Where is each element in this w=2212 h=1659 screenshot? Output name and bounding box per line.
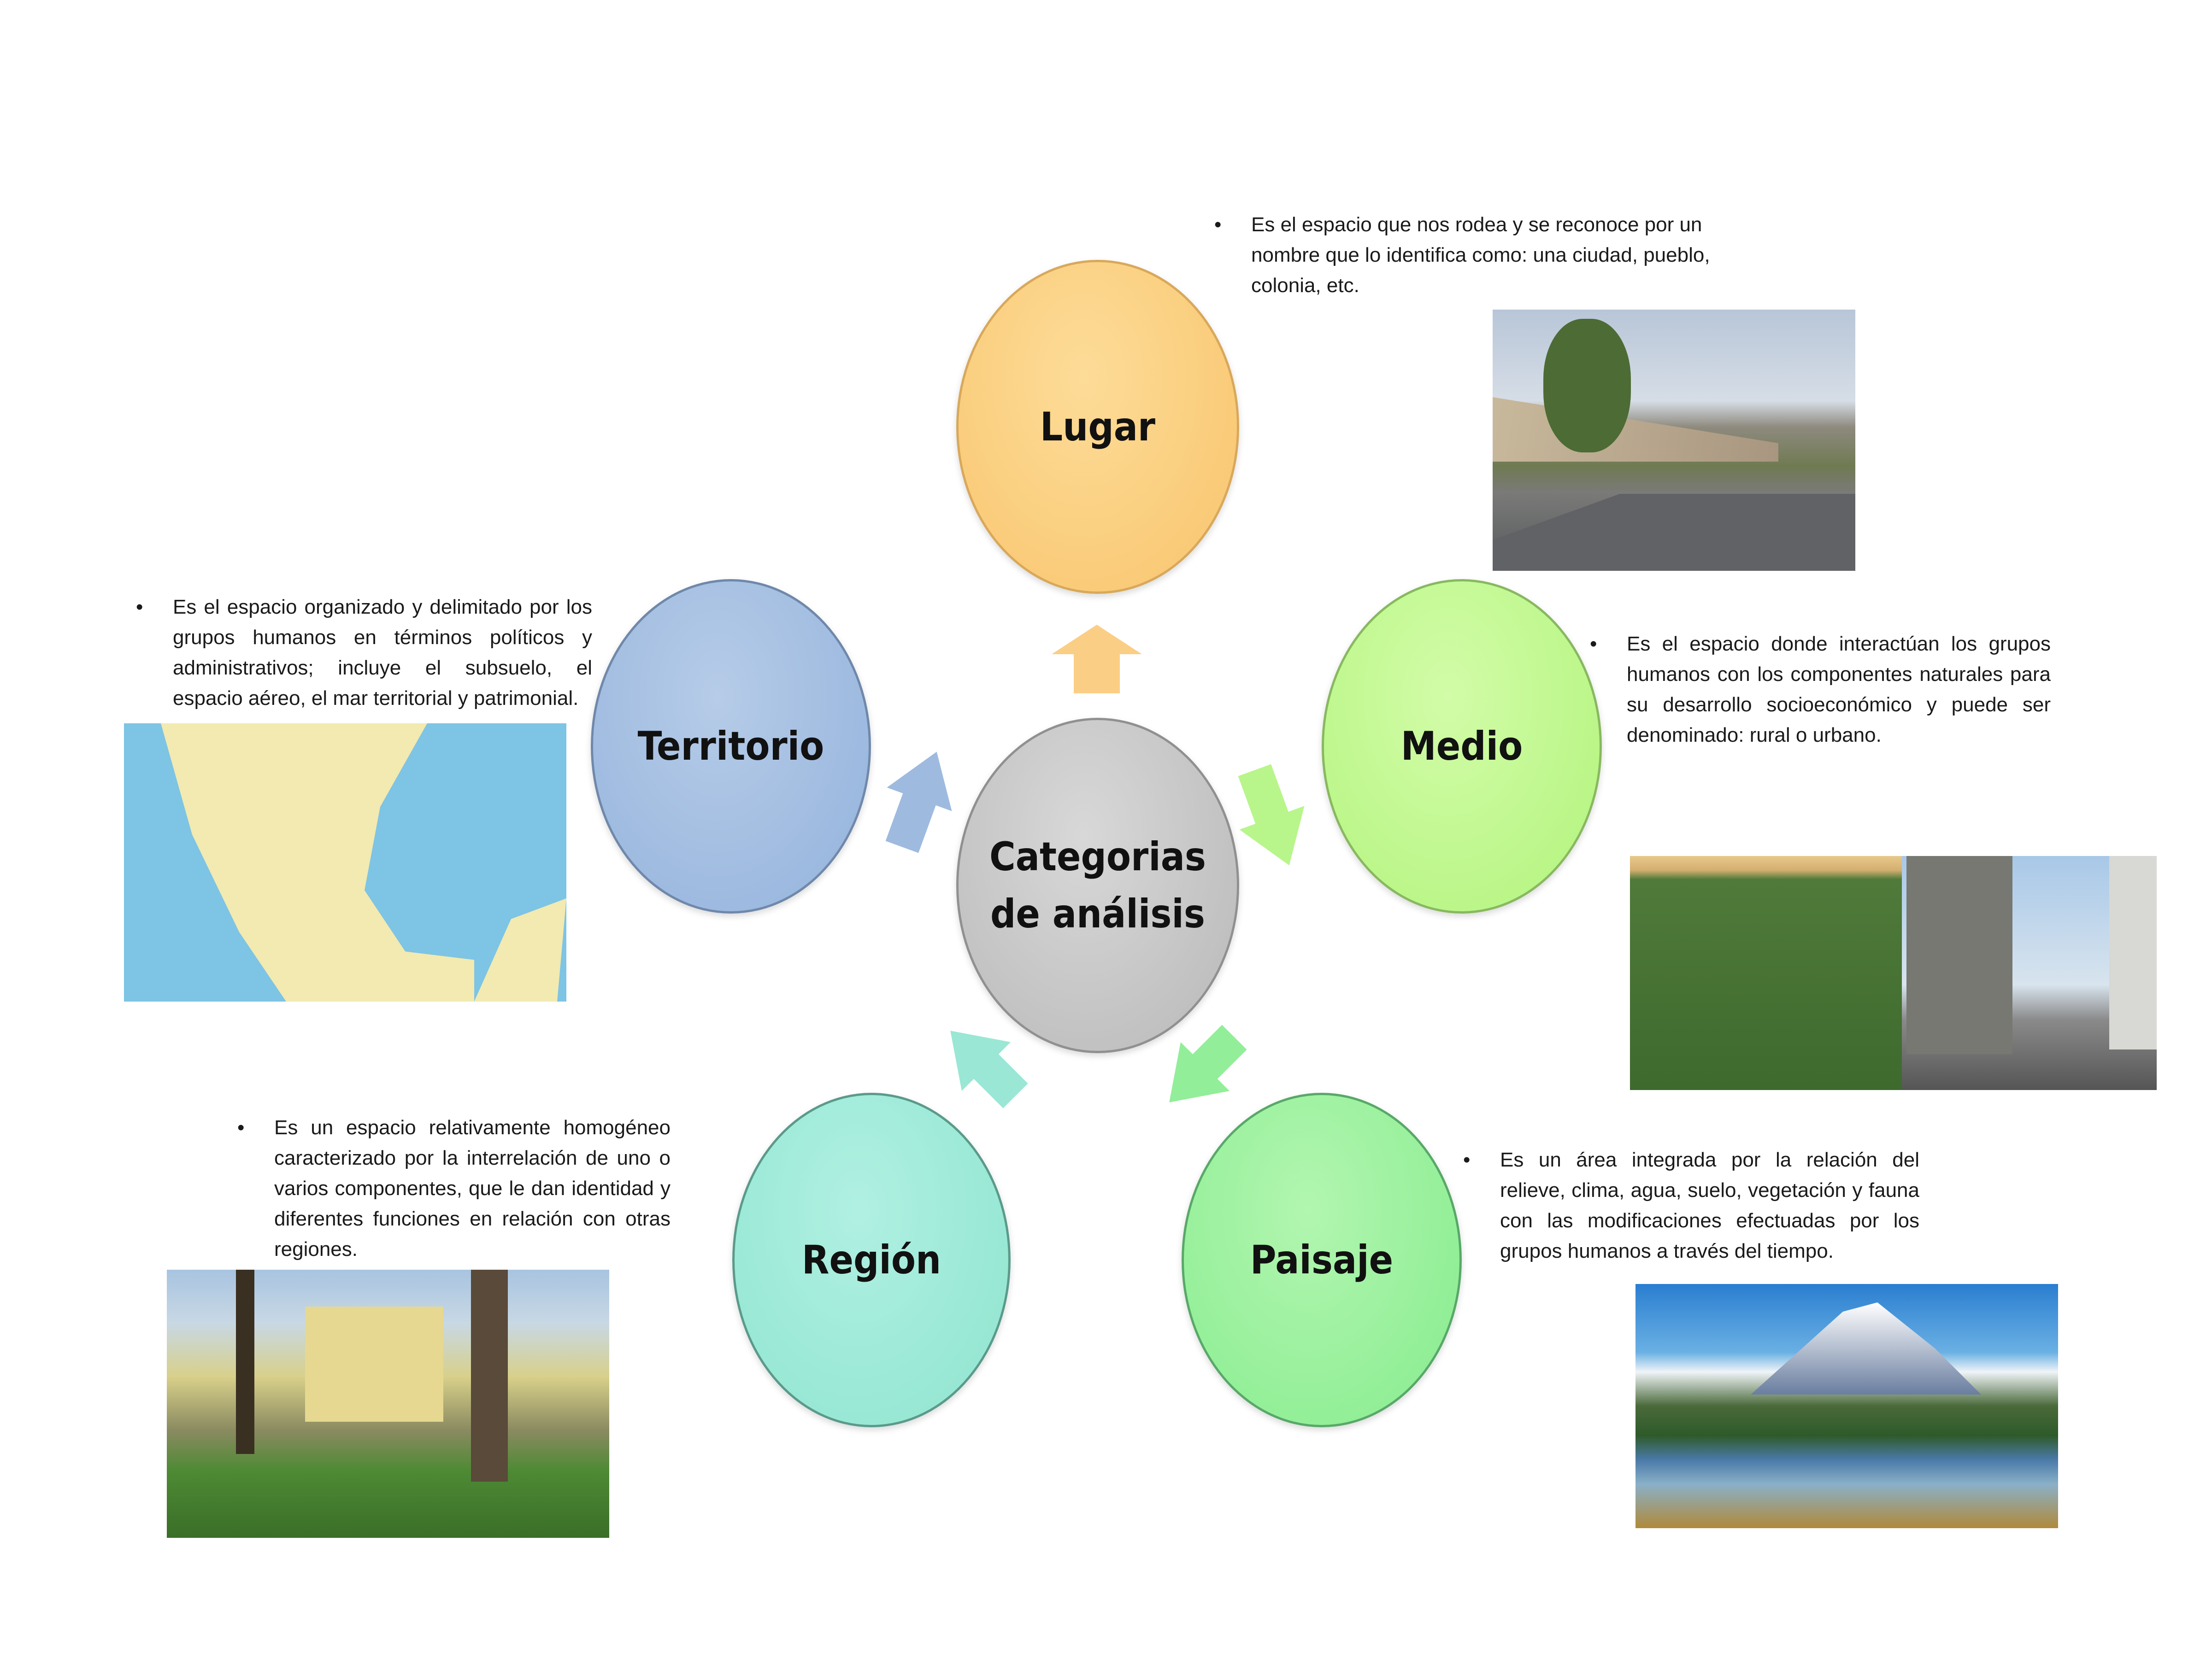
node-region: Región <box>732 1093 1011 1427</box>
node-label: Medio <box>1400 723 1523 769</box>
arrow-paisaje <box>1169 1025 1247 1102</box>
field-and-city-photo <box>1630 856 2157 1090</box>
center-label-line2: de análisis <box>990 891 1205 937</box>
description-lugar: • Es el espacio que nos rodea y se recono… <box>1214 210 1735 301</box>
description-medio: • Es el espacio donde interactúan los gru… <box>1590 629 2051 750</box>
bullet: • <box>1214 213 1222 236</box>
center-label-line1: Categorias <box>989 834 1206 880</box>
node-lugar: Lugar <box>956 260 1239 594</box>
node-center: Categorias de análisis <box>956 718 1239 1053</box>
description-text: Es un área integrada por la relación del… <box>1500 1149 1919 1262</box>
node-label: Lugar <box>1040 404 1156 450</box>
town-plaza-photo <box>167 1270 609 1538</box>
bullet: • <box>237 1116 245 1139</box>
description-region: • Es un espacio relativamente homogéneo c… <box>237 1113 671 1265</box>
bullet: • <box>1463 1149 1471 1171</box>
node-label: Territorio <box>637 723 824 769</box>
arrow-medio <box>1238 764 1305 866</box>
arrow-region <box>950 1031 1028 1108</box>
node-territorio: Territorio <box>591 579 871 914</box>
map-of-mexico <box>124 723 566 1002</box>
node-label: Paisaje <box>1250 1237 1394 1283</box>
street-with-houses-photo <box>1493 310 1855 571</box>
description-territorio: • Es el espacio organizado y delimitado p… <box>136 592 592 714</box>
node-label: Región <box>801 1237 941 1283</box>
mountain-lake-photo <box>1635 1284 2058 1528</box>
description-text: Es un espacio relativamente homogéneo ca… <box>274 1116 671 1260</box>
bullet: • <box>1590 633 1597 655</box>
description-text: Es el espacio que nos rodea y se reconoc… <box>1251 213 1710 297</box>
arrow-up-lugar <box>1052 625 1142 693</box>
description-text: Es el espacio donde interactúan los grup… <box>1627 633 2051 746</box>
node-medio: Medio <box>1322 579 1602 914</box>
description-text: Es el espacio organizado y delimitado po… <box>173 596 592 709</box>
bullet: • <box>136 596 143 618</box>
description-paisaje: • Es un área integrada por la relación de… <box>1463 1145 1919 1266</box>
arrow-territorio <box>885 751 952 853</box>
node-paisaje: Paisaje <box>1182 1093 1462 1427</box>
